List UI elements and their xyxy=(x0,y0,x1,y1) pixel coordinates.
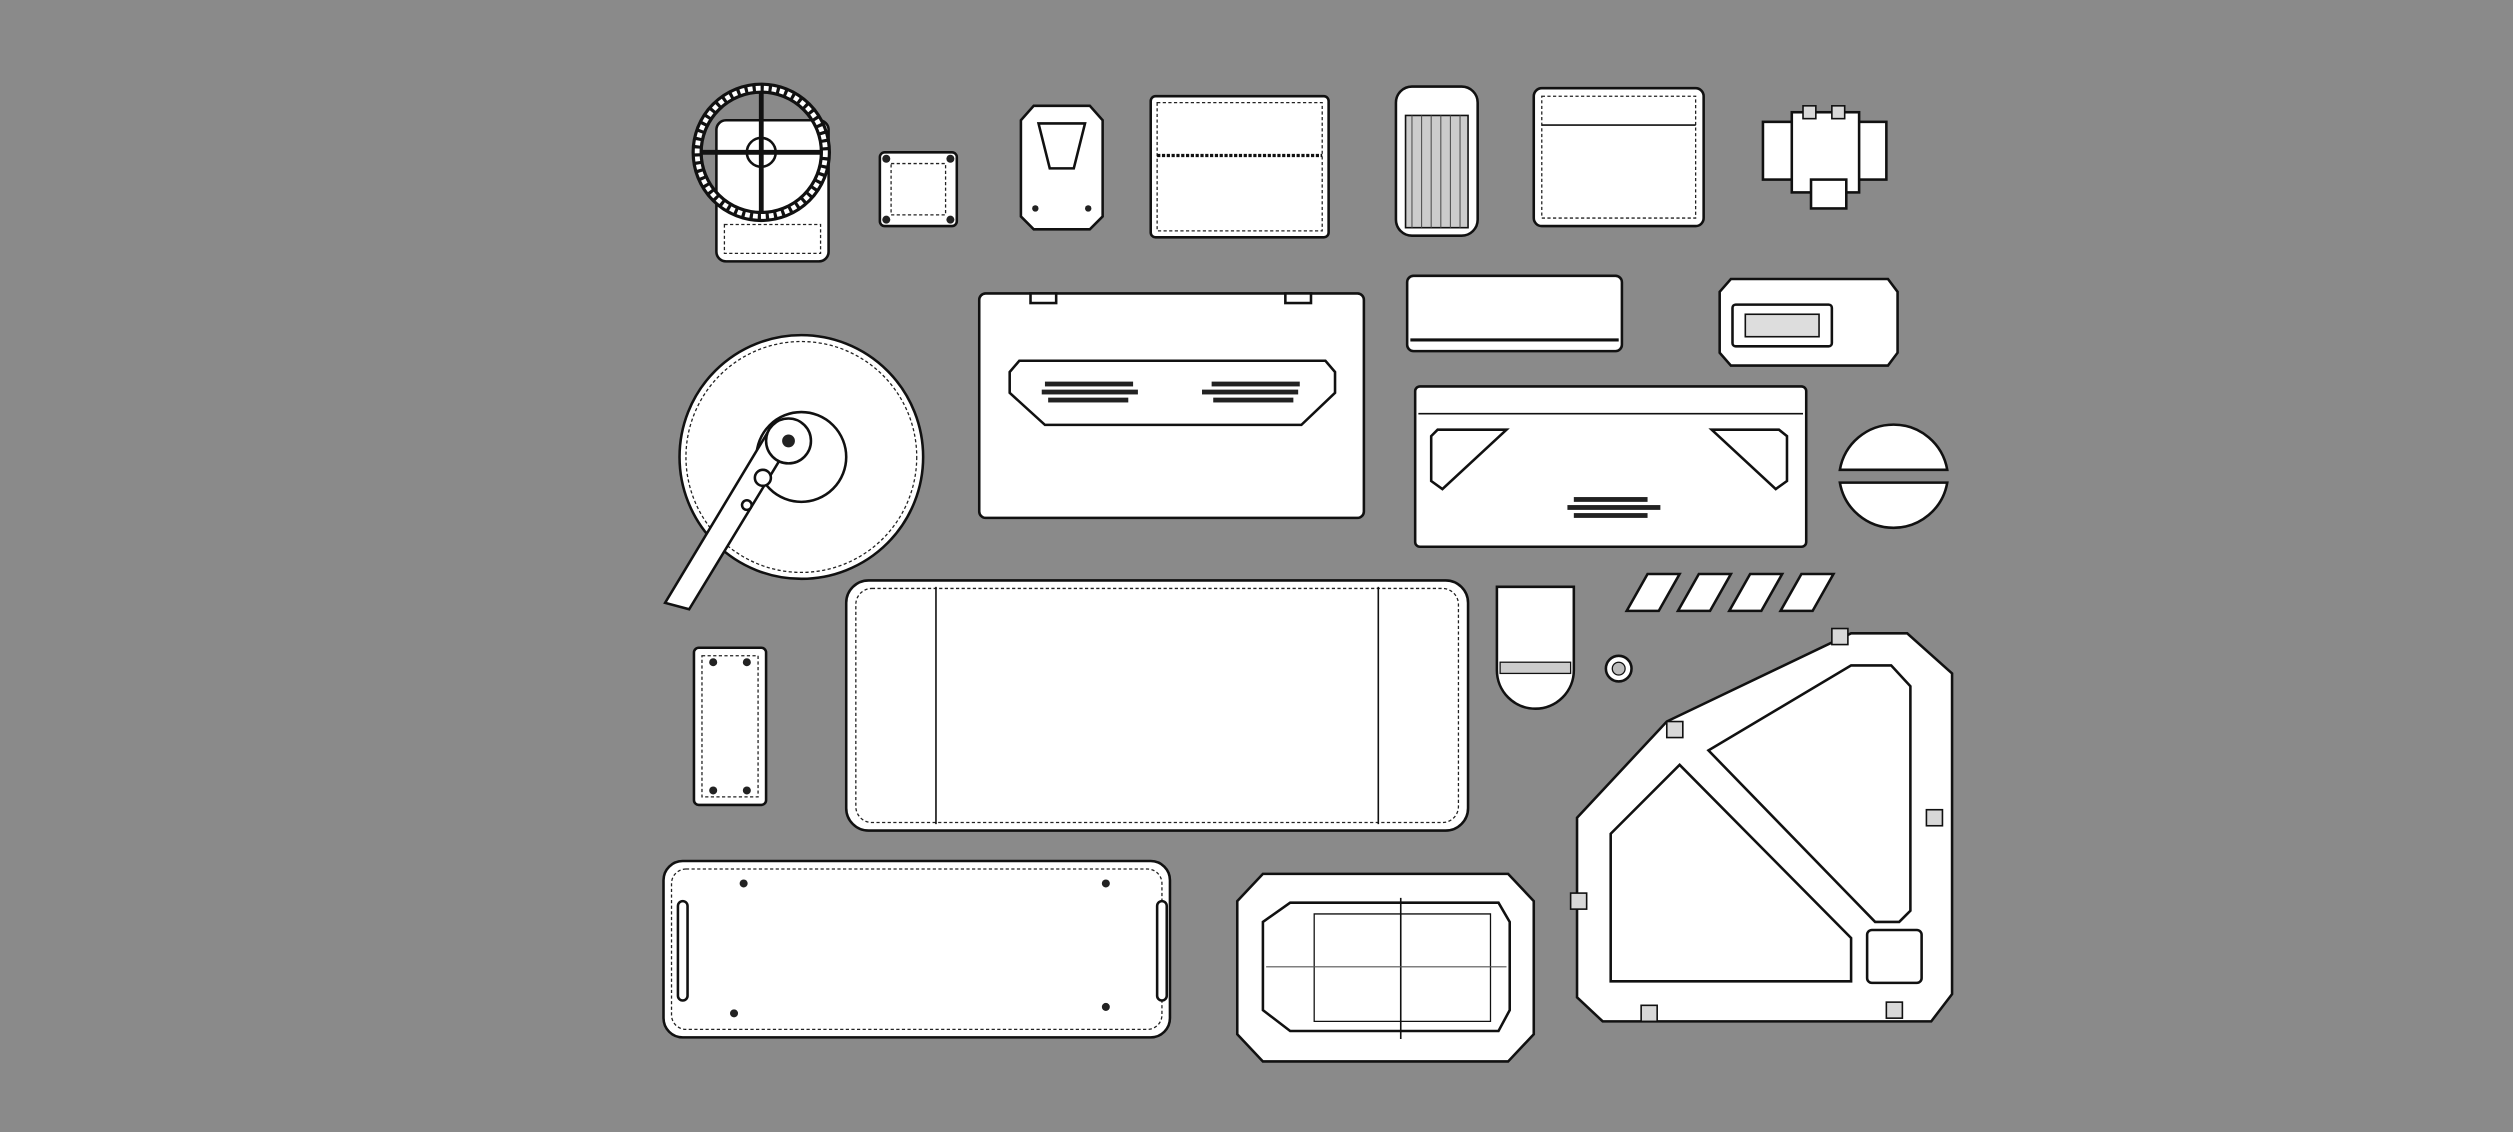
disc-with-arm xyxy=(663,333,925,611)
small-square-plate xyxy=(878,151,959,228)
small-bolted-plate xyxy=(692,646,768,807)
panel xyxy=(1149,94,1330,239)
tray xyxy=(1235,872,1536,1063)
stripes xyxy=(1624,572,1836,613)
window-plate xyxy=(1718,277,1899,367)
box-panel xyxy=(1532,86,1705,228)
capsule xyxy=(1495,585,1576,710)
washer xyxy=(1604,654,1633,683)
tag-plate xyxy=(1019,104,1104,231)
slim-plate xyxy=(1405,274,1624,353)
triangle-cutout-plate xyxy=(1413,385,1808,549)
split-disc xyxy=(1838,423,1949,530)
connector xyxy=(1761,105,1888,210)
labelled-plate xyxy=(977,292,1366,520)
long-plate xyxy=(662,859,1172,1039)
triangular-frame xyxy=(1569,627,1954,1023)
cylinder xyxy=(1394,85,1479,237)
large-rounded-panel xyxy=(844,579,1470,832)
valve-wheel-box xyxy=(691,82,831,263)
